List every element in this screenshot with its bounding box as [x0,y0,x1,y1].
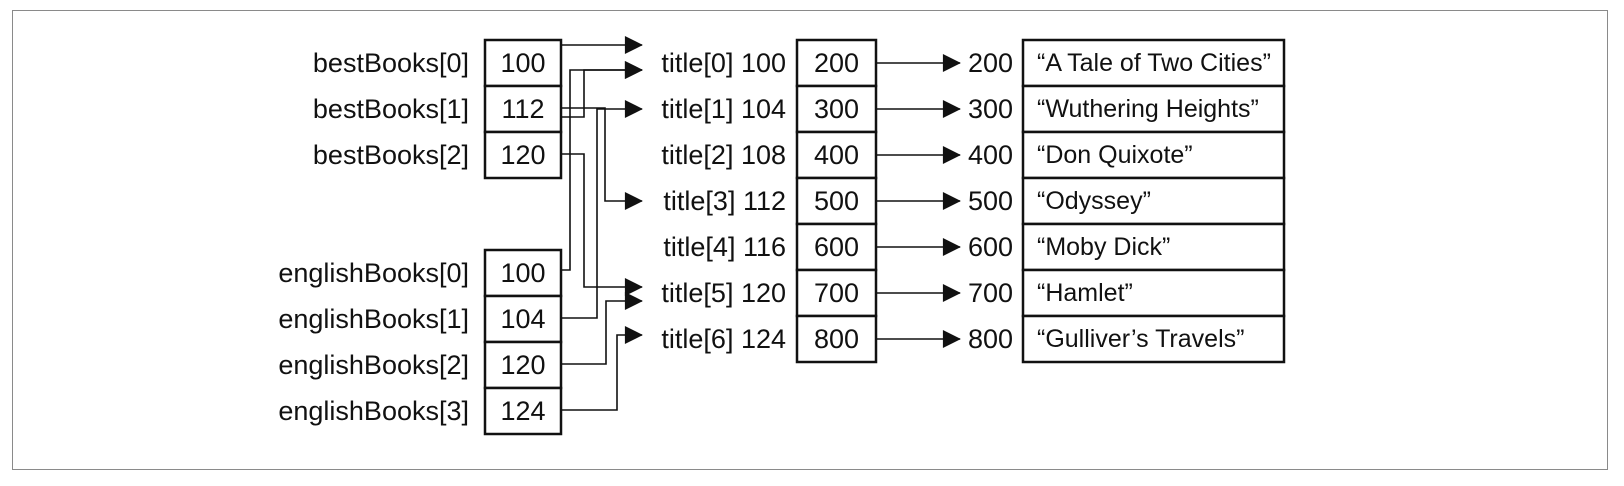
best-books-label: bestBooks[1] [313,94,469,124]
string-address: 300 [968,94,1013,124]
pointer-arrow [561,292,643,365]
pointer-arrow [561,100,643,319]
memory-cells [483,38,1286,436]
diagram-frame [12,10,1608,470]
title-value: 200 [814,48,859,78]
best-books-cell [483,130,563,180]
title-value: 600 [814,232,859,262]
string-value: “Moby Dick” [1037,233,1170,261]
title-label: title[1] 104 [661,94,786,124]
title-value: 400 [814,140,859,170]
string-address: 800 [968,324,1013,354]
title-label: title[2] 108 [661,140,786,170]
title-label: title[3] 112 [663,186,786,216]
title-label: title[4] 116 [663,232,786,262]
pointer-arrow [561,326,643,411]
best-books-label: bestBooks[0] [313,48,469,78]
title-value: 500 [814,186,859,216]
string-cell [1021,84,1286,134]
string-value: “Gulliver’s Travels” [1037,325,1244,353]
english-books-value: 100 [500,258,545,288]
string-cell [1021,176,1286,226]
string-cell [1021,314,1286,364]
english-books-value: 124 [500,396,545,426]
english-books-label: englishBooks[3] [278,396,469,426]
title-label: title[0] 100 [661,48,786,78]
pointer-arrow [561,107,643,210]
best-books-cell [483,38,563,88]
string-value: “Hamlet” [1037,279,1133,307]
string-address: 700 [968,278,1013,308]
title-value: 800 [814,324,859,354]
string-value: “Wuthering Heights” [1037,95,1259,123]
english-books-value: 120 [500,350,545,380]
pointer-arrow [561,61,643,118]
title-label: title[5] 120 [661,278,786,308]
pointer-arrow [561,61,643,271]
best-books-label: bestBooks[2] [313,140,469,170]
best-books-value: 120 [500,140,545,170]
title-value: 300 [814,94,859,124]
title-cell [795,84,878,134]
english-books-label: englishBooks[0] [278,258,469,288]
labels: 100 bestBooks[0] 112 bestBooks[1] 120 bestBoo… [278,48,1271,426]
english-books-cell [483,340,563,390]
english-books-value: 104 [500,304,545,334]
best-books-value: 100 [500,48,545,78]
string-cell [1021,222,1286,272]
string-address: 400 [968,140,1013,170]
string-value: “Odyssey” [1037,187,1151,215]
english-books-label: englishBooks[1] [278,304,469,334]
english-books-cell [483,386,563,436]
title-label: title[6] 124 [661,324,786,354]
title-value: 700 [814,278,859,308]
english-books-label: englishBooks[2] [278,350,469,380]
string-address: 600 [968,232,1013,262]
string-value: “Don Quixote” [1037,141,1193,169]
string-value: “A Tale of Two Cities” [1037,49,1271,77]
title-cell [795,314,878,364]
pointer-arrow [561,153,643,296]
string-address: 500 [968,186,1013,216]
pointer-arrows [561,36,961,411]
title-cell [795,38,878,88]
best-books-value: 112 [501,94,544,124]
string-address: 200 [968,48,1013,78]
string-cell [1021,38,1286,88]
